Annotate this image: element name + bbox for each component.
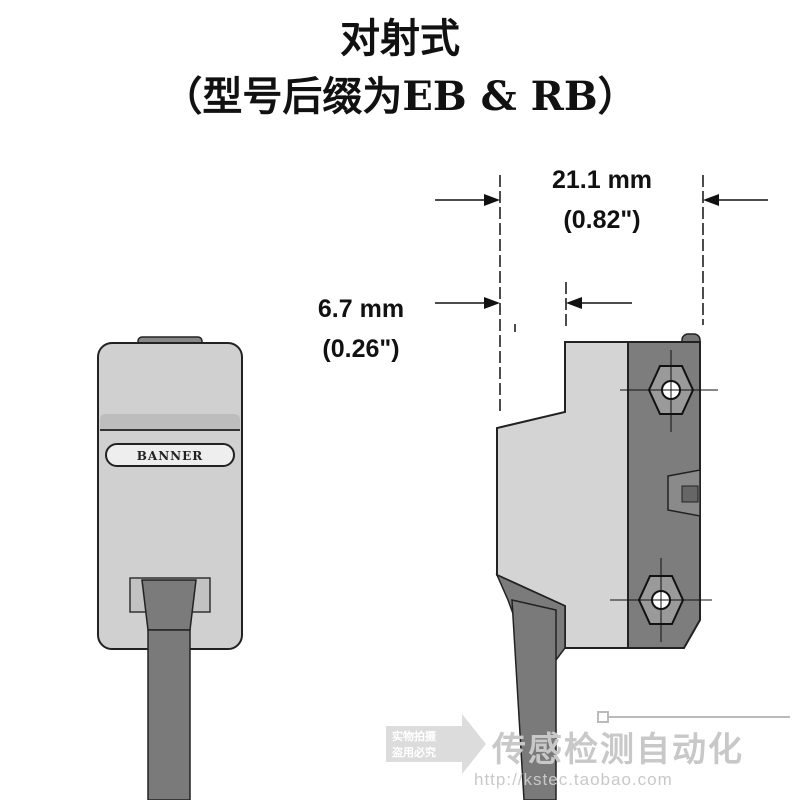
svg-text:BANNER: BANNER <box>137 449 204 463</box>
side-view <box>495 333 718 800</box>
watermark-url: http://kstec.taobao.com <box>474 770 673 789</box>
watermark-brand: 传感检测自动化 <box>492 731 744 769</box>
width-in-label: (0.82") <box>563 206 641 234</box>
width-mm-label: 21.1 mm <box>551 166 653 194</box>
title-line-2: （型号后缀为EB & RB） <box>162 73 638 120</box>
banner-logo: BANNER <box>105 443 235 467</box>
depth-in-label: (0.26") <box>322 335 400 363</box>
depth-mm-label: 6.7 mm <box>317 295 405 323</box>
front-view: BANNER <box>97 336 243 800</box>
dimension-lines <box>435 175 768 415</box>
watermark-badge-line-2: 盗用必究 <box>392 747 436 759</box>
title-line-1: 对射式 <box>340 15 460 62</box>
watermark-badge-line-1: 实物拍摄 <box>392 731 436 743</box>
